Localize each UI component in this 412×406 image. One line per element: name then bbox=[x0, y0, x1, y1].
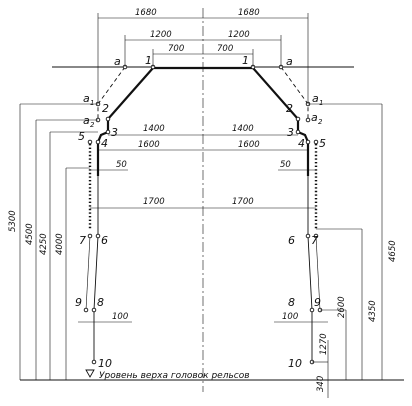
node-a2-right bbox=[305, 117, 311, 123]
label-a1-right: a bbox=[312, 92, 319, 105]
label-10-right: 10 bbox=[288, 357, 302, 370]
lower-contour-right bbox=[307, 176, 313, 362]
height-340: 340 bbox=[316, 376, 326, 392]
label-4-right: 4 bbox=[298, 137, 305, 150]
dim-1680-left: 1680 bbox=[135, 8, 157, 18]
dim-50-left: 50 bbox=[116, 160, 127, 170]
label-a2-left-sub: 2 bbox=[90, 121, 95, 129]
node-7-left bbox=[87, 233, 93, 239]
gauge-contour-right bbox=[203, 66, 310, 176]
label-a-left: a bbox=[114, 55, 121, 68]
height-2600: 2600 bbox=[337, 296, 347, 318]
height-4650: 4650 bbox=[388, 240, 398, 262]
label-9-right: 9 bbox=[314, 296, 321, 309]
node-3-right bbox=[295, 129, 301, 135]
lower-contour-left bbox=[93, 176, 99, 362]
label-3-right: 3 bbox=[287, 126, 294, 139]
label-6-right: 6 bbox=[288, 234, 295, 247]
node-7-right bbox=[313, 233, 319, 239]
lower-outer-right bbox=[315, 235, 321, 311]
label-5-right: 5 bbox=[319, 137, 326, 150]
ground-marker-icon bbox=[85, 369, 95, 378]
label-5-left: 5 bbox=[78, 130, 85, 143]
label-8-left: 8 bbox=[97, 296, 104, 309]
height-4000: 4000 bbox=[55, 233, 65, 255]
gauge-contour-left bbox=[96, 66, 203, 176]
dim-1600-right: 1600 bbox=[238, 140, 260, 150]
node-5-left bbox=[87, 139, 93, 145]
left-height-dimensions: 5300 4500 4250 4000 bbox=[8, 103, 98, 380]
dim-100-right: 100 bbox=[282, 312, 298, 322]
label-a1-left: a bbox=[83, 92, 90, 105]
label-1-left: 1 bbox=[145, 54, 152, 67]
point-labels-right: a 1 a 1 2 a 2 3 5 4 6 7 8 9 10 bbox=[242, 54, 326, 370]
dim-1200-left: 1200 bbox=[150, 30, 172, 40]
dim-700-left: 700 bbox=[168, 44, 184, 54]
dim-1600-left: 1600 bbox=[138, 140, 160, 150]
lower-outer-left bbox=[85, 235, 91, 311]
label-a-right: a bbox=[286, 55, 293, 68]
label-6-left: 6 bbox=[101, 234, 108, 247]
label-10-left: 10 bbox=[98, 357, 112, 370]
dim-1400-right: 1400 bbox=[232, 124, 254, 134]
node-4-right bbox=[305, 139, 311, 145]
label-7-left: 7 bbox=[79, 234, 86, 247]
height-5300: 5300 bbox=[8, 210, 18, 232]
label-a1-right-sub: 1 bbox=[319, 99, 323, 107]
nodes bbox=[83, 64, 323, 365]
label-2-right: 2 bbox=[286, 102, 293, 115]
node-6-left bbox=[95, 233, 101, 239]
point-labels-left: a 1 a 1 2 a 2 3 5 4 7 6 9 8 10 bbox=[75, 54, 152, 370]
node-5-right bbox=[313, 139, 319, 145]
node-8-right bbox=[309, 307, 315, 313]
ground-label: Уровень верха головок рельсов bbox=[99, 371, 250, 381]
node-8-left bbox=[91, 307, 97, 313]
height-1270: 1270 bbox=[319, 333, 329, 355]
node-3-left bbox=[105, 129, 111, 135]
dim-100-left: 100 bbox=[112, 312, 128, 322]
label-9-left: 9 bbox=[75, 296, 82, 309]
height-4500: 4500 bbox=[25, 223, 35, 245]
dim-700-right: 700 bbox=[217, 44, 233, 54]
node-9-left bbox=[83, 307, 89, 313]
height-4250: 4250 bbox=[39, 233, 49, 255]
node-6-right bbox=[305, 233, 311, 239]
label-a2-right-sub: 2 bbox=[318, 118, 323, 126]
label-1-right: 1 bbox=[242, 54, 249, 67]
height-4350: 4350 bbox=[368, 300, 378, 322]
dim-1400-left: 1400 bbox=[143, 124, 165, 134]
node-4-left bbox=[95, 139, 101, 145]
label-a1-left-sub: 1 bbox=[90, 99, 94, 107]
label-a2-right: a bbox=[311, 111, 318, 124]
node-2-right bbox=[295, 116, 301, 122]
label-2-left: 2 bbox=[102, 102, 109, 115]
label-4-left: 4 bbox=[101, 137, 108, 150]
node-2-left bbox=[105, 116, 111, 122]
label-7-right: 7 bbox=[311, 234, 318, 247]
label-3-left: 3 bbox=[111, 126, 118, 139]
dim-1700-left: 1700 bbox=[143, 197, 165, 207]
dim-1680-right: 1680 bbox=[238, 8, 260, 18]
dim-50-right: 50 bbox=[280, 160, 291, 170]
right-height-dimensions: 4650 4350 2600 1270 340 bbox=[308, 103, 398, 398]
dim-1200-right: 1200 bbox=[228, 30, 250, 40]
node-10-left bbox=[91, 359, 97, 365]
label-8-right: 8 bbox=[288, 296, 295, 309]
dim-1700-right: 1700 bbox=[232, 197, 254, 207]
label-a2-left: a bbox=[83, 114, 90, 127]
horizontal-dimensions: 1680 1680 1200 1200 700 700 1400 1400 16… bbox=[78, 8, 328, 323]
